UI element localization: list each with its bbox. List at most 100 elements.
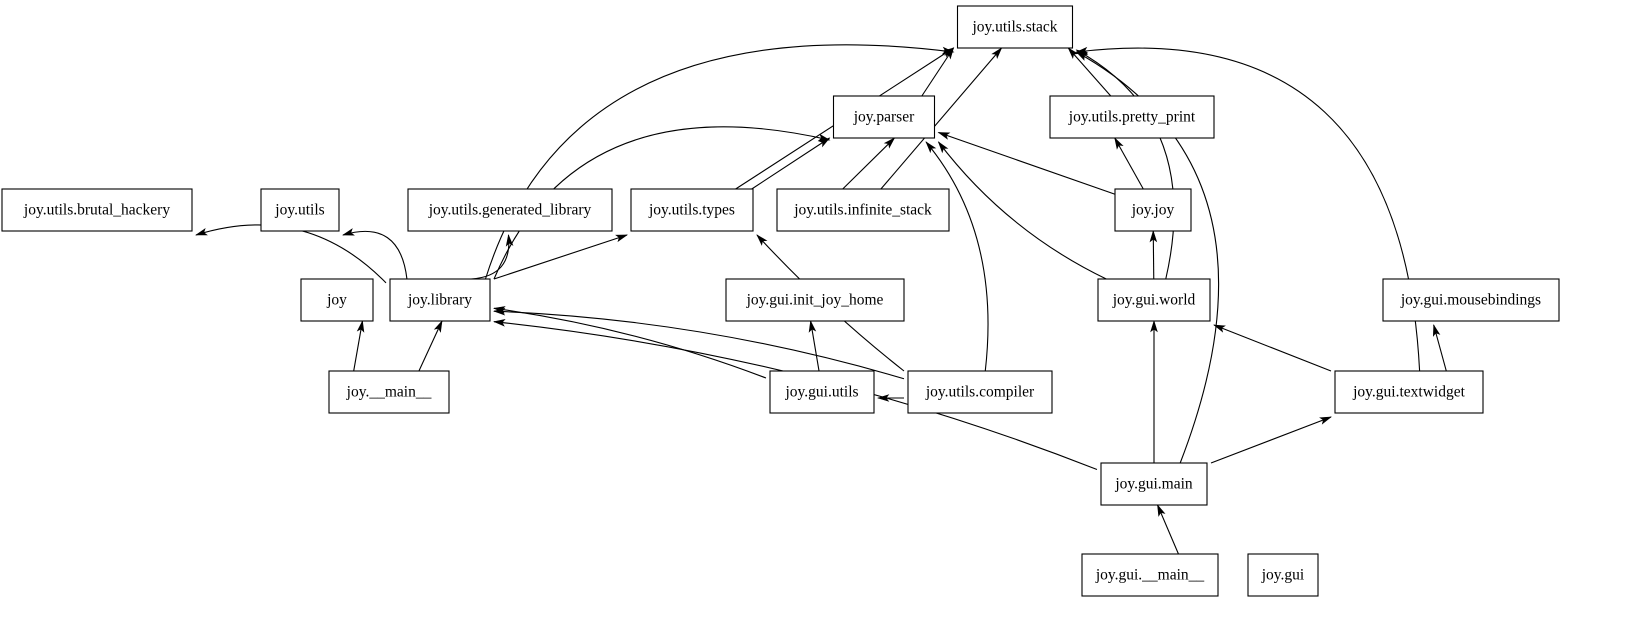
- node-rect[interactable]: [1334, 370, 1484, 414]
- edge-line: [493, 234, 628, 280]
- arrowhead-icon: [505, 233, 514, 247]
- edge-joy-gui-main-to-joy-utils-stack: [1075, 51, 1220, 464]
- edge-line: [938, 131, 1116, 195]
- arrowhead-icon: [937, 132, 951, 140]
- node-rect[interactable]: [389, 278, 491, 322]
- node-rect[interactable]: [300, 278, 374, 322]
- node-joy-gui-init-joy-home[interactable]: joy.gui.init_joy_home: [725, 278, 905, 322]
- arrowhead-icon: [1114, 137, 1124, 150]
- edge-line: [1210, 416, 1332, 464]
- node-label: joy.utils.generated_library: [428, 202, 592, 219]
- arrowhead-icon: [1149, 229, 1158, 243]
- node-rect[interactable]: [1382, 278, 1560, 322]
- edge-line: [938, 141, 1107, 280]
- node-joy-parser[interactable]: joy.parser: [832, 95, 936, 139]
- edge-joy-utils-pretty-print-to-joy-utils-stack: [1067, 47, 1112, 97]
- arrowhead-icon: [615, 234, 628, 243]
- edge-joy-utils-types-to-joy-parser: [751, 137, 831, 190]
- node-joy-gui-utils[interactable]: joy.gui.utils: [769, 370, 875, 414]
- node-joy-gui[interactable]: joy.gui: [1247, 553, 1319, 597]
- edge-line: [484, 44, 954, 280]
- node-joy-main[interactable]: joy.__main__: [328, 370, 450, 414]
- edge-line: [471, 234, 510, 280]
- edge-joy-gui-main-to-joy-gui-textwidget: [1210, 416, 1332, 464]
- node-joy-gui-main[interactable]: joy.gui.__main__: [1081, 553, 1219, 597]
- node-label: joy: [326, 292, 347, 309]
- node-joy-gui-mousebindings[interactable]: joy.gui.mousebindings: [1382, 278, 1560, 322]
- arrowhead-icon: [195, 228, 208, 236]
- edge-line: [1114, 137, 1144, 190]
- node-joy-utils-compiler[interactable]: joy.utils.compiler: [907, 370, 1053, 414]
- node-rect[interactable]: [769, 370, 875, 414]
- node-joy-gui-textwidget[interactable]: joy.gui.textwidget: [1334, 370, 1484, 414]
- node-label: joy.gui.mousebindings: [1400, 292, 1541, 309]
- node-label: joy.utils.compiler: [925, 384, 1035, 401]
- node-joy-utils-types[interactable]: joy.utils.types: [630, 188, 754, 232]
- node-label: joy.gui: [1261, 567, 1305, 584]
- node-rect[interactable]: [260, 188, 340, 232]
- arrowhead-icon: [1319, 416, 1332, 425]
- edge-joy-gui-main-to-joy-gui-main: [1157, 504, 1179, 555]
- edge-joy-gui-textwidget-to-joy-gui-world: [1213, 324, 1332, 372]
- node-rect[interactable]: [407, 188, 613, 232]
- edge-line: [921, 47, 954, 97]
- node-joy-utils-brutal-hackery[interactable]: joy.utils.brutal_hackery: [1, 188, 193, 232]
- node-rect[interactable]: [832, 95, 936, 139]
- node-joy-utils[interactable]: joy.utils: [260, 188, 340, 232]
- edge-joy-joy-to-joy-utils-pretty-print: [1114, 137, 1144, 190]
- node-rect[interactable]: [907, 370, 1053, 414]
- node-rect[interactable]: [630, 188, 754, 232]
- node-joy-utils-stack[interactable]: joy.utils.stack: [956, 5, 1074, 49]
- node-joy[interactable]: joy: [300, 278, 374, 322]
- arrowhead-icon: [925, 141, 937, 154]
- node-rect[interactable]: [1049, 95, 1215, 139]
- edge-joy-main-to-joy-library: [418, 320, 443, 372]
- node-joy-utils-infinite-stack[interactable]: joy.utils.infinite_stack: [776, 188, 950, 232]
- node-label: joy.utils.infinite_stack: [793, 202, 932, 219]
- node-rect[interactable]: [1081, 553, 1219, 597]
- node-label: joy.parser: [853, 109, 915, 126]
- node-rect[interactable]: [1114, 188, 1192, 232]
- node-rect[interactable]: [1097, 278, 1211, 322]
- node-label: joy.utils.stack: [971, 19, 1057, 36]
- edge-joy-gui-world-to-joy-parser: [937, 141, 1107, 280]
- edges-layer: [195, 44, 1447, 555]
- edge-joy-utils-compiler-to-joy-library: [492, 307, 905, 380]
- arrowhead-icon: [991, 47, 1003, 60]
- node-rect[interactable]: [956, 5, 1074, 49]
- edge-line: [1067, 47, 1112, 97]
- node-label: joy.gui.__main__: [1095, 567, 1205, 584]
- node-joy-gui-main[interactable]: joy.gui.main: [1100, 462, 1208, 506]
- arrowhead-icon: [883, 137, 896, 149]
- node-joy-joy[interactable]: joy.joy: [1114, 188, 1192, 232]
- node-label: joy.gui.textwidget: [1352, 384, 1465, 401]
- edge-line: [493, 307, 767, 379]
- node-rect[interactable]: [328, 370, 450, 414]
- arrowhead-icon: [876, 394, 890, 402]
- arrowhead-icon: [1213, 324, 1226, 333]
- edge-joy-utils-infinite-stack-to-joy-utils-stack: [880, 47, 1003, 190]
- node-joy-utils-generated-library[interactable]: joy.utils.generated_library: [407, 188, 613, 232]
- node-joy-library[interactable]: joy.library: [389, 278, 491, 322]
- edge-joy-gui-main-to-joy-gui-world: [1150, 319, 1158, 463]
- edge-joy-gui-textwidget-to-joy-gui-mousebindings: [1433, 324, 1447, 372]
- node-rect[interactable]: [725, 278, 905, 322]
- node-rect[interactable]: [1, 188, 193, 232]
- node-rect[interactable]: [1100, 462, 1208, 506]
- node-rect[interactable]: [1247, 553, 1319, 597]
- node-rect[interactable]: [776, 188, 950, 232]
- arrowhead-icon: [356, 320, 365, 333]
- edge-joy-library-to-joy-utils-generated-library: [471, 233, 514, 280]
- node-label: joy.utils.brutal_hackery: [23, 202, 170, 219]
- edge-joy-library-to-joy-utils-brutal-hackery: [195, 224, 387, 284]
- arrowhead-icon: [1075, 51, 1089, 61]
- node-label: joy.utils: [274, 202, 324, 219]
- arrowhead-icon: [433, 320, 443, 333]
- arrowhead-icon: [817, 137, 831, 148]
- arrowhead-icon: [1067, 47, 1079, 59]
- node-joy-gui-world[interactable]: joy.gui.world: [1097, 278, 1211, 322]
- edge-line: [1213, 324, 1332, 372]
- node-joy-utils-pretty-print[interactable]: joy.utils.pretty_print: [1049, 95, 1215, 139]
